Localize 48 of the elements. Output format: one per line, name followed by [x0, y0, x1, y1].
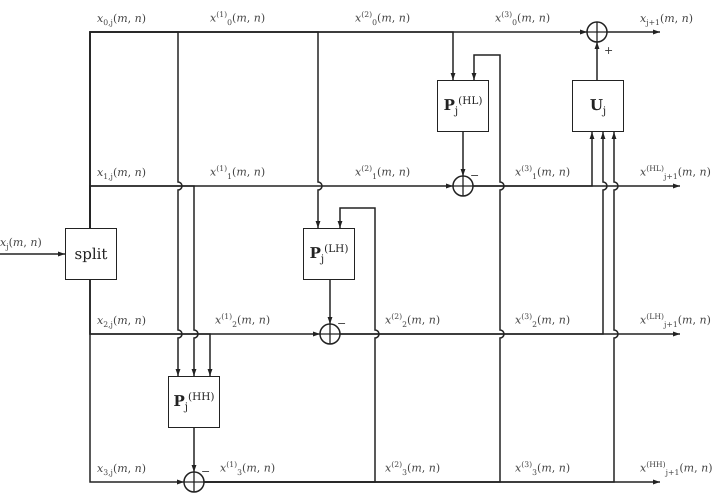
summing-junction: [586, 21, 608, 43]
arrow: [473, 184, 680, 188]
sign-label: −: [201, 466, 210, 477]
signal-label: x$^{(1)}$$_{3}$(m, n): [220, 459, 276, 479]
signal-label: x$^{(3)}$$_{0}$(m, n): [495, 9, 550, 29]
arrow: [204, 480, 660, 484]
signal-label: x$^{(1)}$$_{1}$(m, n): [210, 163, 266, 183]
block-box: [437, 80, 489, 132]
arrow: [340, 332, 680, 336]
block-label: split: [74, 245, 108, 263]
arrow: [328, 280, 332, 324]
arrow: [460, 132, 466, 176]
signal-label: x$^{(1)}$$_{2}$(m, n): [215, 311, 270, 331]
signal-label: x$^{(HL)}$$_{j+1}$(m, n): [640, 162, 711, 184]
block-box: [572, 80, 624, 132]
summing-junction: [452, 175, 474, 197]
signal-label: x$_{j+1}$(m, n): [640, 12, 694, 30]
arrow: [89, 280, 184, 484]
signal-label: x$^{(HH)}$$_{j+1}$(m, n): [640, 458, 712, 480]
signal-label: x$_{j}$(m, n): [0, 236, 42, 254]
block-box: [168, 376, 220, 428]
sign-label: −: [470, 170, 480, 181]
signal-label: x$^{(LH)}$$_{j+1}$(m, n): [640, 310, 711, 332]
arrow: [0, 252, 65, 256]
signal-label: x$^{(2)}$$_{3}$(m, n): [385, 459, 440, 479]
sign-label: +: [604, 45, 614, 56]
signal-label: x$^{(2)}$$_{0}$(m, n): [355, 9, 410, 29]
arrow: [594, 42, 600, 80]
summing-junction: [183, 471, 205, 493]
signal-label: x$_{1,j}$(m, n): [97, 166, 146, 184]
block-box: [303, 228, 355, 280]
signal-label: x$^{(2)}$$_{2}$(m, n): [385, 311, 440, 331]
signal-label: x$_{3,j}$(m, n): [97, 462, 146, 480]
signal-label: x$^{(2)}$$_{1}$(m, n): [355, 163, 410, 183]
arrow: [89, 31, 182, 376]
arrow: [192, 428, 196, 472]
signal-label: x$^{(3)}$$_{2}$(m, n): [515, 311, 570, 331]
signal-label: x$^{(3)}$$_{1}$(m, n): [515, 163, 570, 183]
summing-junction: [319, 323, 341, 345]
signal-label: x$^{(3)}$$_{3}$(m, n): [515, 459, 570, 479]
arrow: [607, 30, 660, 34]
arrow: [89, 185, 199, 376]
signal-label: x$_{2,j}$(m, n): [97, 314, 146, 332]
sign-label: −: [337, 318, 346, 329]
signal-label: x$^{(1)}$$_{0}$(m, n): [210, 9, 266, 29]
block-box: [65, 228, 117, 280]
block-label: U$_{j}$: [590, 96, 606, 116]
signal-label: x$_{0,j}$(m, n): [97, 12, 146, 30]
